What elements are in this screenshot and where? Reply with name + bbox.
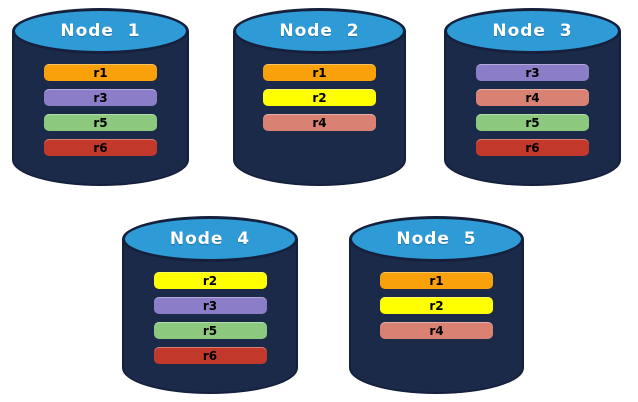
replica-bar-r3: r3 (44, 89, 157, 106)
cylinder-body (233, 31, 406, 186)
replica-bar-r6: r6 (153, 347, 267, 364)
replica-bar-r3: r3 (476, 64, 589, 81)
cylinder-body (349, 239, 524, 394)
node-3-cylinder: Node 3 r3 r4 r5 r6 (444, 8, 621, 186)
replica-list: r1 r3 r5 r6 (12, 64, 189, 156)
replica-bar-r4: r4 (380, 322, 493, 339)
replica-list: r1 r2 r4 (349, 272, 524, 339)
replica-bar-r3: r3 (153, 297, 267, 314)
replica-bar-r1: r1 (44, 64, 157, 81)
cylinder-top-ellipse: Node 4 (122, 216, 298, 262)
node-2-cylinder: Node 2 r1 r2 r4 (233, 8, 406, 186)
node-title: Node 2 (279, 21, 360, 41)
replica-bar-r5: r5 (153, 322, 267, 339)
replica-list: r3 r4 r5 r6 (444, 64, 621, 156)
node-4-cylinder: Node 4 r2 r3 r5 r6 (122, 216, 298, 394)
replica-bar-r1: r1 (263, 64, 376, 81)
replica-bar-r1: r1 (380, 272, 493, 289)
cylinder-body (122, 239, 298, 394)
node-title: Node 4 (169, 229, 251, 249)
replica-bar-r2: r2 (153, 272, 267, 289)
replica-list: r2 r3 r5 r6 (122, 272, 298, 364)
replica-bar-r5: r5 (476, 114, 589, 131)
replica-bar-r4: r4 (263, 114, 376, 131)
replica-bar-r2: r2 (380, 297, 493, 314)
cylinder-top-ellipse: Node 5 (349, 216, 524, 262)
node-title: Node 5 (396, 229, 477, 249)
node-title: Node 3 (492, 21, 573, 41)
node-5-cylinder: Node 5 r1 r2 r4 (349, 216, 524, 394)
replica-list: r1 r2 r4 (233, 64, 406, 131)
cylinder-body (444, 31, 621, 186)
cylinder-top-ellipse: Node 1 (12, 8, 189, 54)
node-title: Node 1 (60, 21, 141, 41)
replica-bar-r6: r6 (44, 139, 157, 156)
cylinder-body (12, 31, 189, 186)
replica-bar-r4: r4 (476, 89, 589, 106)
replica-bar-r2: r2 (263, 89, 376, 106)
cylinder-top-ellipse: Node 3 (444, 8, 621, 54)
replica-bar-r5: r5 (44, 114, 157, 131)
replica-bar-r6: r6 (476, 139, 589, 156)
cylinder-top-ellipse: Node 2 (233, 8, 406, 54)
node-1-cylinder: Node 1 r1 r3 r5 r6 (12, 8, 189, 186)
